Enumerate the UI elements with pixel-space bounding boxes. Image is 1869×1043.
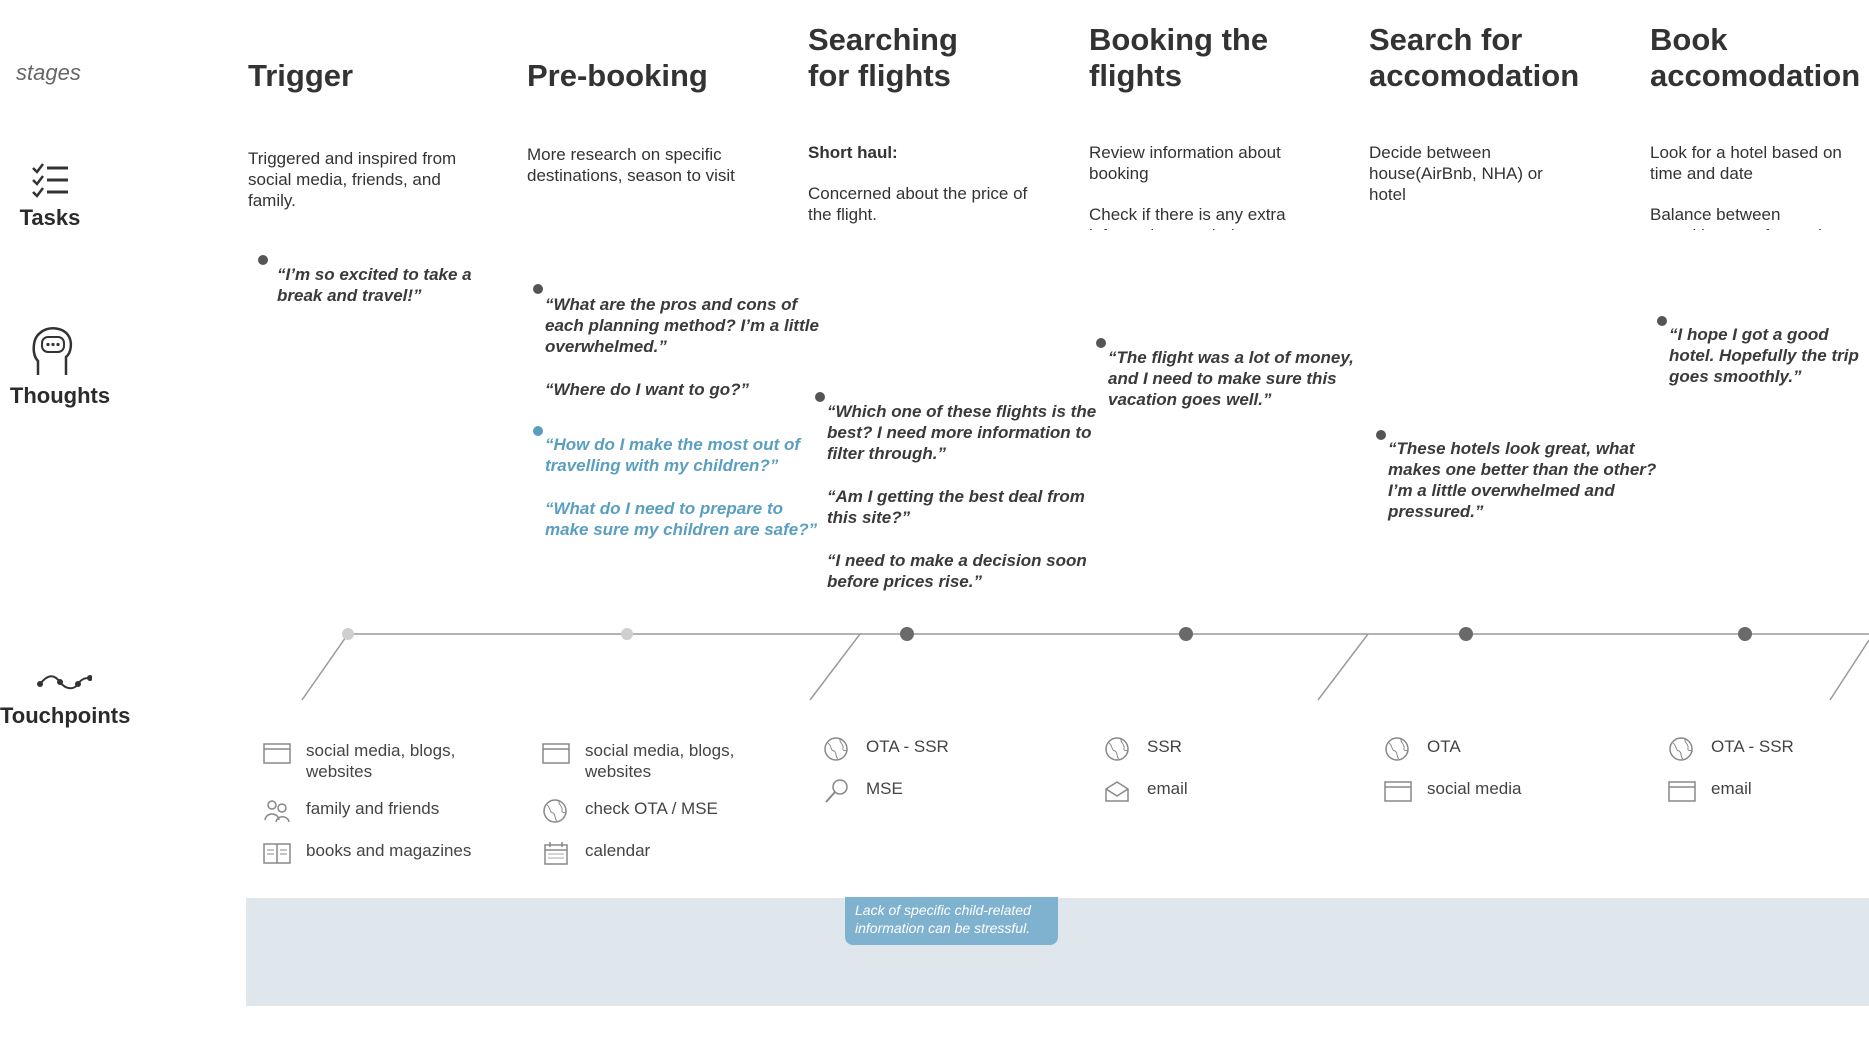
thought-dot [1096,338,1106,348]
task-cell: Decide between house(AirBnb, NHA) or hot… [1369,142,1559,226]
thought-dot [258,255,268,265]
timeline-node [1738,627,1752,641]
touchpoint-label: calendar [585,841,651,860]
task-text: Review information about booking [1089,143,1281,183]
thought-dot-child [533,426,543,436]
touchpoint-item: check OTA / MSE [541,798,718,824]
globe-icon [1383,736,1413,762]
stage-title: Trigger [248,58,354,93]
touchpoint-item: OTA - SSR [1667,736,1794,762]
task-text: Check if there is any extra information … [1089,205,1286,230]
touchpoint-label: social media, blogs, websites [585,741,735,781]
timeline-node [1459,627,1473,641]
stage-title: Search for accomodation [1369,22,1580,93]
stages-row-label: stages [16,60,81,85]
browser-window-icon [1667,778,1697,804]
envelope-icon [1103,778,1133,804]
task-text: Balance between amenities, comfort and p… [1650,205,1822,230]
magnifier-icon [822,778,852,804]
touchpoint-label: OTA - SSR [1711,737,1794,756]
thought-quote-child: “How do I make the most out of travellin… [545,435,818,539]
task-text: More research on specific destinations, … [527,145,735,185]
timeline [301,627,1869,701]
touchpoint-item: calendar [541,840,650,866]
tasks-row-label: Tasks [19,205,81,230]
touchpoint-item: email [1103,778,1188,804]
stage-title: Searching for flights [808,22,958,93]
task-text: Look for a hotel based on time and date [1650,143,1842,183]
thought-quote: “I’m so excited to take a break and trav… [277,265,472,305]
thought-quote: “The flight was a lot of money, and I ne… [1108,348,1354,409]
thought-dot [1376,430,1386,440]
touchpoint-item: SSR [1103,736,1182,762]
checklist-icon [30,160,70,200]
stage-divider [809,633,861,701]
touchpoint-item: books and magazines [262,840,471,866]
globe-icon [822,736,852,762]
browser-window-icon [541,740,571,766]
book-icon [262,840,292,866]
touchpoint-label: email [1711,779,1752,798]
touchpoint-item: social media, blogs, websites [262,740,476,782]
task-text: Concerned about the price of the flight. [808,184,1028,224]
thought-quote: “Which one of these flights is the best?… [827,402,1097,591]
task-cell: Look for a hotel based on time and date … [1650,142,1850,230]
touchpoint-item: MSE [822,778,903,804]
globe-icon [1667,736,1697,762]
thought-quote: “I hope I got a good hotel. Hopefully th… [1669,325,1859,386]
touchpoint-item: email [1667,778,1752,804]
thought-dot [1657,316,1667,326]
touchpoint-item: OTA - SSR [822,736,949,762]
timeline-node [1179,627,1193,641]
thought-quote: “What are the pros and cons of each plan… [545,295,819,399]
globe-icon [1103,736,1133,762]
stage-title: Pre-booking [527,58,708,93]
browser-window-icon [262,740,292,766]
task-cell: Review information about booking Check i… [1089,142,1319,230]
task-text: Triggered and inspired from social media… [248,149,457,210]
touchpoint-label: SSR [1147,737,1182,756]
touchpoint-label: OTA [1427,737,1461,756]
task-cell: Short haul: Concerned about the price of… [808,142,1038,232]
thought-dot [533,284,543,294]
touchpoint-label: family and friends [306,799,440,818]
journey-line-icon [36,670,93,694]
touchpoint-label: OTA - SSR [866,737,949,756]
touchpoint-label: social media [1427,779,1522,798]
thoughts-row-label: Thoughts [9,383,111,408]
stage-title: Booking the flights [1089,22,1269,93]
head-speech-icon [30,325,76,381]
pain-point-callout: Lack of specific child-related informati… [845,897,1058,945]
touchpoint-item: social media [1383,778,1522,804]
touchpoints-row-label: Touchpoints [0,703,131,728]
stage-title: Book accomodation [1650,22,1861,93]
touchpoint-item: social media, blogs, websites [541,740,755,782]
touchpoint-item: family and friends [262,798,439,824]
task-text: Decide between house(AirBnb, NHA) or hot… [1369,143,1543,204]
touchpoint-label: social media, blogs, websites [306,741,456,781]
people-icon [262,798,292,824]
stage-divider [1829,639,1869,701]
task-cell: Triggered and inspired from social media… [248,148,478,232]
calendar-icon [541,840,571,866]
task-heading: Short haul: [808,143,898,162]
timeline-node [342,628,354,640]
stage-divider [1317,633,1369,701]
browser-window-icon [1383,778,1413,804]
stage-divider [301,633,349,701]
touchpoint-label: email [1147,779,1188,798]
globe-icon [541,798,571,824]
touchpoint-item: OTA [1383,736,1461,762]
task-cell: More research on specific destinations, … [527,144,757,228]
thought-quote: “These hotels look great, what makes one… [1388,439,1657,521]
timeline-node [900,627,914,641]
touchpoint-label: books and magazines [306,841,472,860]
thought-dot [815,392,825,402]
touchpoint-label: MSE [866,779,903,798]
touchpoint-label: check OTA / MSE [585,799,718,818]
timeline-node [621,628,633,640]
